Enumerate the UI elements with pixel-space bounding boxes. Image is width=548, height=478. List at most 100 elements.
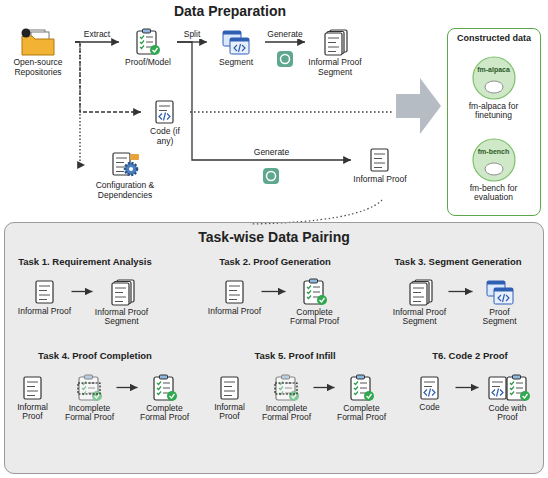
node-label: Complete Formal Proof xyxy=(138,404,192,424)
diagram-title: Data Preparation xyxy=(174,3,286,19)
icon-node: Segment xyxy=(207,28,265,68)
icon-node: Configuration & Dependencies xyxy=(85,151,165,201)
edge-label: Generate xyxy=(266,29,303,39)
node-icon xyxy=(418,375,442,401)
node-icon xyxy=(76,374,104,402)
task-title: Task 4. Proof Completion xyxy=(38,350,152,361)
node-label: Code with Proof xyxy=(479,404,537,424)
connector xyxy=(262,291,286,292)
node-label: Code (if any) xyxy=(141,127,189,147)
icon-node: Informal Proof Segment xyxy=(93,278,151,328)
node-label: Configuration & Dependencies xyxy=(85,181,165,201)
node-label: Complete Formal Proof xyxy=(286,308,344,328)
node-label: Informal Proof xyxy=(351,175,409,185)
node-label: fm-bench for evaluation xyxy=(451,184,537,204)
node-label: Proof/Model xyxy=(119,58,177,68)
node-icon xyxy=(222,28,250,56)
icon-node: Code with Proof xyxy=(479,374,537,424)
node-icon xyxy=(21,28,55,56)
node-icon xyxy=(153,99,177,125)
node-label: Informal Proof xyxy=(208,307,262,317)
node-icon xyxy=(407,278,433,306)
connector xyxy=(75,41,119,42)
task-title: T6. Code 2 Proof xyxy=(432,350,507,361)
icon-node: Complete Formal Proof xyxy=(335,374,389,424)
node-icon xyxy=(302,278,328,306)
icon-node: Informal Proof xyxy=(208,279,262,317)
node-label: Informal Proof xyxy=(204,403,256,423)
node-icon xyxy=(486,278,514,306)
icon-node: Open-source Repositories xyxy=(1,28,75,78)
node-label: Code xyxy=(404,403,456,413)
icon-node: Informal Proof xyxy=(351,147,409,185)
group-panel: Constructed data fm-alpaca fm-alpaca for f… xyxy=(447,28,541,216)
panel-fill xyxy=(4,222,544,474)
connector xyxy=(75,42,85,165)
icon-node: Proof Segment xyxy=(473,278,527,328)
node-icon xyxy=(109,278,135,306)
node-label: Informal Proof xyxy=(18,307,72,317)
big-arrow xyxy=(396,78,441,134)
node-icon xyxy=(349,374,375,402)
node-label: Informal Proof Segment xyxy=(391,308,449,328)
task-title: Task 1. Requirement Analysis xyxy=(18,256,152,267)
icon-node: Informal Proof xyxy=(7,375,59,423)
icon-node: Incomplete Formal Proof xyxy=(260,374,314,424)
node-label: Proof Segment xyxy=(473,308,527,328)
node-icon xyxy=(273,374,301,402)
connector xyxy=(75,42,141,112)
node-icon xyxy=(472,138,516,182)
icon-node: Complete Formal Proof xyxy=(138,374,192,424)
badge-name: fm-bench xyxy=(451,142,537,162)
dataset-badge: fm-bench fm-bench for evaluation xyxy=(451,138,537,204)
node-label: Open-source Repositories xyxy=(1,58,75,78)
task-title: Task 5. Proof Infill xyxy=(254,350,335,361)
node-icon xyxy=(33,279,57,305)
group-heading: Constructed data xyxy=(448,33,540,43)
group-heading: Task-wise Data Pairing xyxy=(5,229,543,245)
connector xyxy=(449,291,473,292)
dataset-badge: fm-alpaca fm-alpaca for finetuning xyxy=(451,56,537,122)
connector xyxy=(314,387,335,388)
task-title: Task 2. Proof Generation xyxy=(219,256,331,267)
icon-node: Informal Proof xyxy=(18,279,72,317)
node-icon xyxy=(110,151,140,179)
node-icon xyxy=(152,374,178,402)
node-label: fm-alpaca for finetuning xyxy=(451,102,537,122)
task-title: Task 3. Segment Generation xyxy=(394,256,521,267)
connector xyxy=(72,291,93,292)
icon-node: Complete Formal Proof xyxy=(286,278,344,328)
openai-logo xyxy=(263,168,279,184)
connector xyxy=(265,41,305,42)
node-icon xyxy=(218,375,242,401)
icon-node: Code xyxy=(404,375,456,413)
node-label: Incomplete Formal Proof xyxy=(260,404,314,424)
badge-name: fm-alpaca xyxy=(451,60,537,80)
edge-label: Extract xyxy=(83,29,111,39)
icon-node: Informal Proof xyxy=(204,375,256,423)
node-icon xyxy=(21,375,45,401)
node-icon xyxy=(368,147,392,173)
icon-node: Proof/Model xyxy=(119,28,177,68)
node-icon xyxy=(472,56,516,100)
icon-node: Informal Proof Segment xyxy=(391,278,449,328)
openai-logo xyxy=(277,51,293,67)
node-label: Complete Formal Proof xyxy=(335,404,389,424)
edge-label: Generate xyxy=(253,147,290,157)
connector xyxy=(456,387,479,388)
node-icon xyxy=(135,28,161,56)
icon-node: Informal Proof Segment xyxy=(305,28,365,78)
icon-node: Incomplete Formal Proof xyxy=(63,374,117,424)
connector xyxy=(117,387,138,388)
node-label: Informal Proof Segment xyxy=(93,308,151,328)
code-dotted-line xyxy=(190,111,392,112)
node-icon xyxy=(322,28,348,56)
node-label: Segment xyxy=(207,58,265,68)
node-icon xyxy=(223,279,247,305)
edge-label: Split xyxy=(183,29,202,39)
node-label: Informal Proof Segment xyxy=(305,58,365,78)
node-label: Incomplete Formal Proof xyxy=(63,404,117,424)
node-icon xyxy=(486,374,530,402)
constructed-data-fill xyxy=(447,28,541,216)
